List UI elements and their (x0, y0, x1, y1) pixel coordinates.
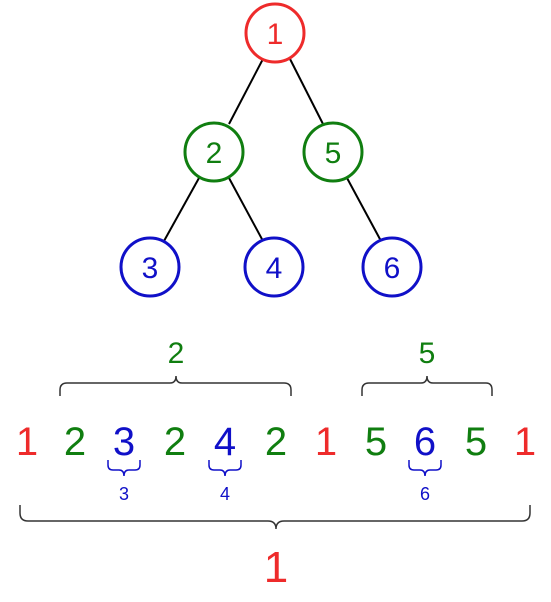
brace-below-4 (208, 460, 242, 477)
tour-sequence: 1 2 3 2 4 2 1 5 6 5 1 (16, 420, 536, 464)
tree-node-6: 6 (361, 236, 423, 298)
brace-label-1: 1 (264, 543, 288, 592)
tree-node-5: 5 (302, 121, 364, 183)
tree-node-4: 4 (243, 236, 305, 298)
tour-item: 2 (164, 420, 186, 464)
node-circle (302, 121, 364, 183)
node-circle (361, 236, 423, 298)
tree-node-2: 2 (183, 121, 245, 183)
tour-item: 2 (64, 420, 86, 464)
tree-node-3: 3 (119, 236, 181, 298)
node-circle (119, 236, 181, 298)
edge-2-3 (163, 177, 200, 242)
edge-1-2 (228, 56, 265, 125)
tour-item: 5 (465, 420, 487, 464)
tree-edges (163, 56, 382, 242)
node-label: 3 (142, 252, 159, 285)
brace-bottom-1 (19, 505, 531, 530)
node-circle (243, 236, 305, 298)
node-label: 6 (384, 252, 401, 285)
brace-above-5 (361, 375, 493, 396)
brace-label-5: 5 (419, 337, 436, 370)
node-label: 5 (325, 137, 342, 170)
tree-node-1: 1 (244, 2, 306, 64)
brace-below-6 (408, 460, 442, 477)
tree-nodes: 1 2 5 3 4 6 (119, 2, 423, 298)
tour-item: 6 (414, 420, 436, 464)
brace-above-2 (59, 375, 292, 396)
edge-2-4 (228, 177, 264, 242)
node-label: 2 (206, 137, 223, 170)
braces-below-small (107, 460, 442, 477)
tour-item: 3 (113, 420, 135, 464)
node-label: 4 (266, 252, 283, 285)
brace-label-6: 6 (420, 484, 430, 504)
tour-item: 1 (16, 420, 38, 464)
edge-1-5 (288, 56, 324, 125)
brace-below-3 (107, 460, 141, 477)
brace-label-3: 3 (119, 484, 129, 504)
brace-label-2: 2 (168, 337, 185, 370)
node-label: 1 (267, 18, 284, 51)
tour-item: 2 (265, 420, 287, 464)
edge-5-6 (346, 177, 382, 242)
tour-item: 5 (365, 420, 387, 464)
node-circle (244, 2, 306, 64)
tour-item: 1 (315, 420, 337, 464)
braces-above (59, 375, 493, 396)
brace-label-4: 4 (220, 484, 230, 504)
tour-item: 4 (214, 420, 236, 464)
node-circle (183, 121, 245, 183)
tour-item: 1 (514, 420, 536, 464)
